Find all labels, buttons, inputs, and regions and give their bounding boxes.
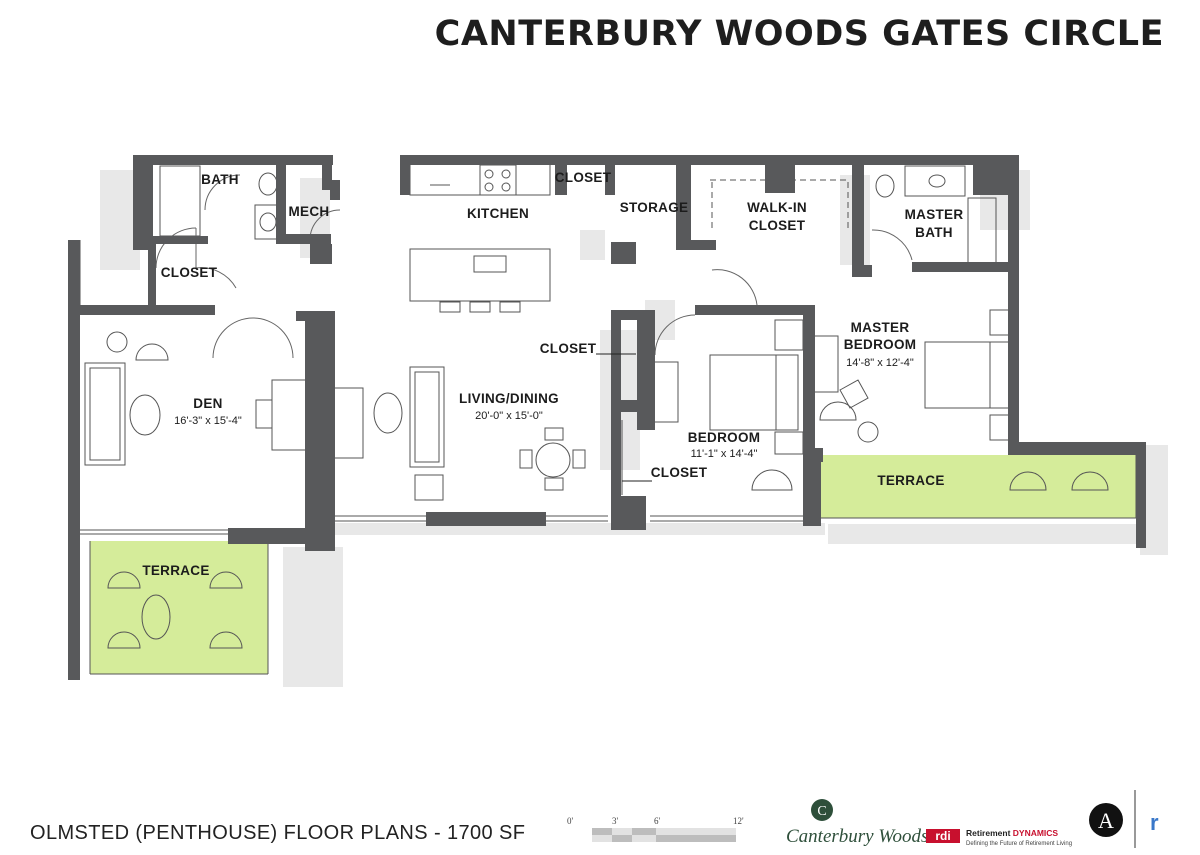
architect-initial: A <box>1098 808 1114 833</box>
label-living: LIVING/DINING <box>459 391 559 406</box>
label-den: DEN <box>193 396 222 411</box>
label-bedroom-dim: 11'-1" x 14'-4" <box>691 448 758 460</box>
rdi-mark: rdi <box>935 829 950 843</box>
retirement-dynamics-logo: rdi Retirement DYNAMICS Defining the Fut… <box>926 828 1072 847</box>
label-walkin-2: CLOSET <box>749 218 806 233</box>
canterbury-initial: C <box>817 804 826 819</box>
label-living-dim: 20'-0" x 15'-0" <box>475 410 543 422</box>
door-swings <box>155 174 913 359</box>
scale-label-6: 6' <box>654 816 661 826</box>
walls <box>68 155 1146 680</box>
label-master-bath-1: MASTER <box>905 207 964 222</box>
room-labels: BATH MECH KITCHEN CLOSET STORAGE WALK-IN… <box>142 170 963 578</box>
label-closet-low: CLOSET <box>651 465 708 480</box>
scale-label-12: 12' <box>733 816 744 826</box>
label-closet-mid: CLOSET <box>540 341 597 356</box>
leader-lines <box>596 353 652 482</box>
label-bedroom: BEDROOM <box>688 430 761 445</box>
label-closet-kitchen: CLOSET <box>555 170 612 185</box>
label-bath: BATH <box>201 172 239 187</box>
canterbury-woods-text: Canterbury Woods <box>786 826 928 847</box>
rdi-tagline: Defining the Future of Retirement Living <box>966 841 1072 847</box>
label-storage: STORAGE <box>620 200 689 215</box>
rdi-name: Retirement DYNAMICS <box>966 828 1058 838</box>
label-master-bed-dim: 14'-8" x 12'-4" <box>846 357 914 369</box>
r-mark: r <box>1150 810 1159 835</box>
label-walkin-1: WALK-IN <box>747 200 807 215</box>
label-master-bed-2: BEDROOM <box>844 337 917 352</box>
architect-emblem <box>1089 803 1123 837</box>
terrace-areas <box>90 455 1136 674</box>
label-kitchen: KITCHEN <box>467 206 529 221</box>
scale-label-3: 3' <box>612 816 619 826</box>
terrace-right-area <box>821 455 1136 518</box>
scale-bar: 0' 3' 6' 12' <box>567 816 744 842</box>
scale-label-0: 0' <box>567 816 574 826</box>
label-den-dim: 16'-3" x 15'-4" <box>174 415 242 427</box>
canterbury-emblem <box>811 799 833 821</box>
label-terrace-left: TERRACE <box>142 563 209 578</box>
canterbury-woods-logo: C Canterbury Woods <box>786 799 928 847</box>
label-closet-entry: CLOSET <box>161 265 218 280</box>
terrace-left-area <box>90 541 268 674</box>
label-master-bed-1: MASTER <box>851 320 910 335</box>
page-title: CANTERBURY WOODS GATES CIRCLE <box>434 14 1164 54</box>
label-terrace-right: TERRACE <box>877 473 944 488</box>
architect-logo: A r <box>1089 790 1159 848</box>
label-mech: MECH <box>289 204 330 219</box>
label-master-bath-2: BATH <box>915 225 953 240</box>
plan-caption: OLMSTED (PENTHOUSE) FLOOR PLANS - 1700 S… <box>30 822 526 844</box>
